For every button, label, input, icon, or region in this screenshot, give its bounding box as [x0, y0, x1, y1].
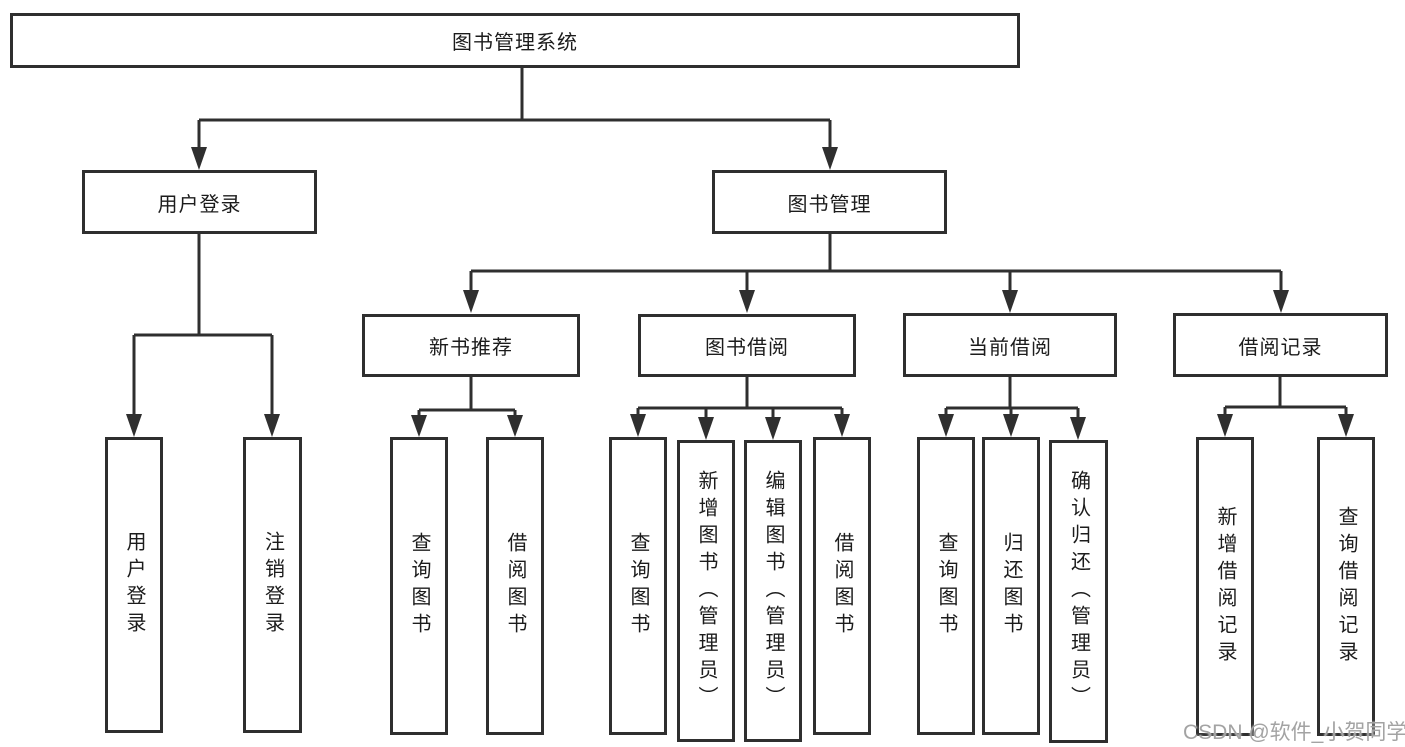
node-current-borrow-label: 当前借阅 [968, 336, 1052, 359]
edge-book-borrow-to-leaves [630, 377, 850, 440]
edge-new-book-rec-to-leaves [411, 377, 523, 437]
leaf-bb-add-books-admin-label: 新增图书（管理员） [695, 469, 717, 713]
leaf-br-query-record: 查询借阅记录 [1317, 437, 1375, 736]
leaf-bb-borrow-books: 借阅图书 [813, 437, 871, 735]
edge-root-to-level2 [191, 66, 838, 170]
leaf-nbr-query-books: 查询图书 [390, 437, 448, 735]
leaf-bb-edit-books-admin: 编辑图书（管理员） [744, 440, 802, 742]
node-root-label: 图书管理系统 [452, 32, 578, 54]
leaf-bb-query-books-label: 查询图书 [627, 532, 649, 640]
leaf-logout-label: 注销登录 [261, 531, 284, 639]
node-root: 图书管理系统 [10, 13, 1020, 68]
leaf-user-login: 用户登录 [105, 437, 163, 733]
edge-book-mgmt-to-level3 [463, 234, 1289, 313]
node-borrow-records: 借阅记录 [1173, 313, 1388, 377]
node-book-mgmt-label: 图书管理 [787, 193, 872, 216]
leaf-nbr-borrow-books-label: 借阅图书 [504, 532, 526, 640]
leaf-cb-confirm-return-admin: 确认归还（管理员） [1049, 440, 1108, 743]
node-new-book-rec: 新书推荐 [362, 314, 580, 377]
leaf-br-add-record: 新增借阅记录 [1196, 437, 1254, 736]
leaf-bb-borrow-books-label: 借阅图书 [831, 532, 853, 640]
edge-borrow-records-to-leaves [1217, 377, 1354, 437]
leaf-cb-return-books: 归还图书 [982, 437, 1040, 735]
leaf-logout: 注销登录 [243, 437, 302, 733]
node-user-login-label: 用户登录 [157, 193, 242, 216]
node-book-borrow: 图书借阅 [638, 314, 856, 377]
node-book-borrow-label: 图书借阅 [705, 337, 789, 359]
node-borrow-records-label: 借阅记录 [1238, 336, 1323, 359]
edge-user-login-to-leaves [126, 234, 280, 437]
leaf-br-query-record-label: 查询借阅记录 [1335, 505, 1357, 668]
edge-current-borrow-to-leaves [938, 377, 1086, 440]
leaf-bb-add-books-admin: 新增图书（管理员） [677, 440, 735, 742]
leaf-nbr-query-books-label: 查询图书 [408, 532, 430, 640]
csdn-watermark: CSDN @软件_小贺同学 [1183, 721, 1405, 744]
leaf-cb-confirm-return-admin-label: 确认归还（管理员） [1067, 470, 1090, 713]
leaf-cb-query-books-label: 查询图书 [935, 532, 957, 640]
node-user-login: 用户登录 [82, 170, 317, 234]
leaf-br-add-record-label: 新增借阅记录 [1214, 505, 1236, 668]
node-book-mgmt: 图书管理 [712, 170, 947, 234]
node-current-borrow: 当前借阅 [903, 313, 1117, 377]
leaf-nbr-borrow-books: 借阅图书 [486, 437, 544, 735]
leaf-bb-query-books: 查询图书 [609, 437, 667, 735]
leaf-user-login-label: 用户登录 [123, 531, 145, 639]
leaf-bb-edit-books-admin-label: 编辑图书（管理员） [762, 469, 784, 713]
node-new-book-rec-label: 新书推荐 [429, 337, 513, 359]
leaf-cb-query-books: 查询图书 [917, 437, 975, 735]
leaf-cb-return-books-label: 归还图书 [1000, 532, 1022, 640]
